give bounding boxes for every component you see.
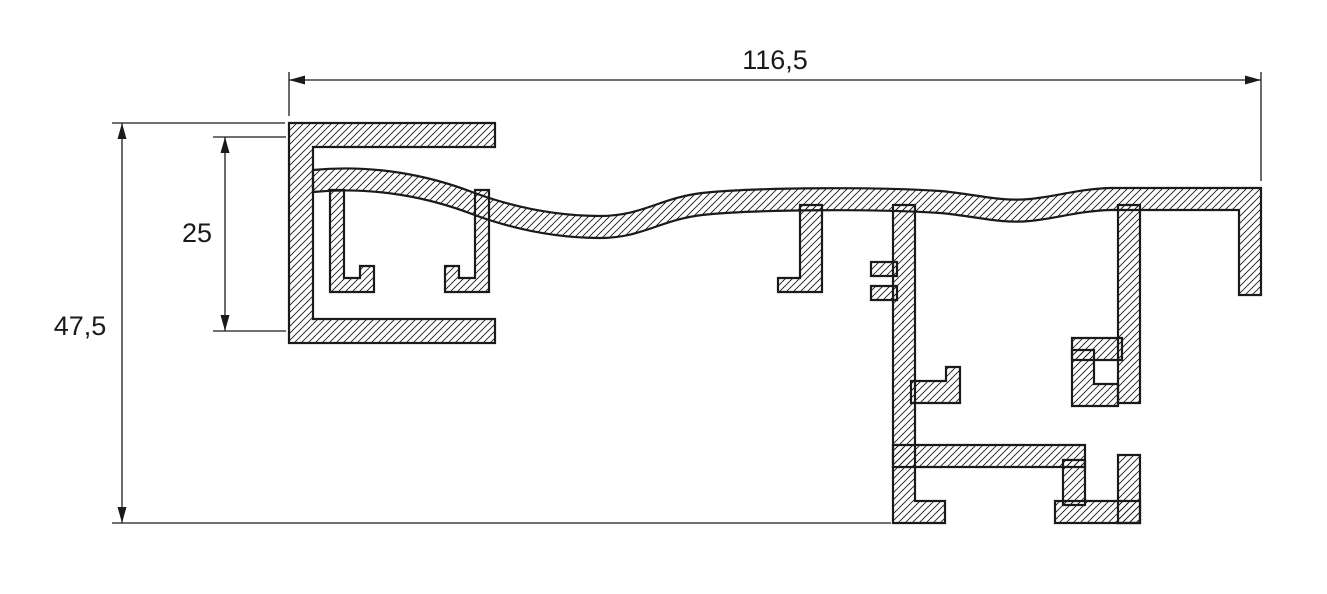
box-inner-tab	[909, 365, 962, 405]
dim-inner-height: 25	[182, 136, 286, 332]
dim-overall-width: 116,5	[288, 45, 1262, 181]
box-lower-leg	[1061, 458, 1087, 507]
arrow-left-icon	[289, 75, 305, 85]
box-floor	[891, 443, 1087, 469]
dim-overall-height: 47,5	[54, 122, 891, 524]
box-right-wall-lower	[1116, 453, 1142, 525]
dim-overall-width-label: 116,5	[742, 45, 808, 75]
inner-hook-left	[328, 188, 376, 294]
profile-section	[287, 121, 1263, 525]
arrow-up-icon	[117, 123, 127, 139]
frame-channel	[287, 121, 497, 345]
dim-inner-height-label: 25	[182, 218, 212, 248]
top-rail	[311, 167, 1263, 297]
box-left-wall	[891, 203, 947, 525]
arrow-up-icon	[220, 137, 230, 153]
arrow-down-icon	[220, 315, 230, 331]
arrow-down-icon	[117, 507, 127, 523]
box-right-wall-upper	[1116, 203, 1142, 405]
arrow-right-icon	[1245, 75, 1261, 85]
dim-overall-height-label: 47,5	[54, 311, 107, 341]
z-hook-foot	[1070, 348, 1120, 408]
inner-hook-right	[443, 188, 491, 294]
mid-stub-hook	[776, 203, 824, 294]
